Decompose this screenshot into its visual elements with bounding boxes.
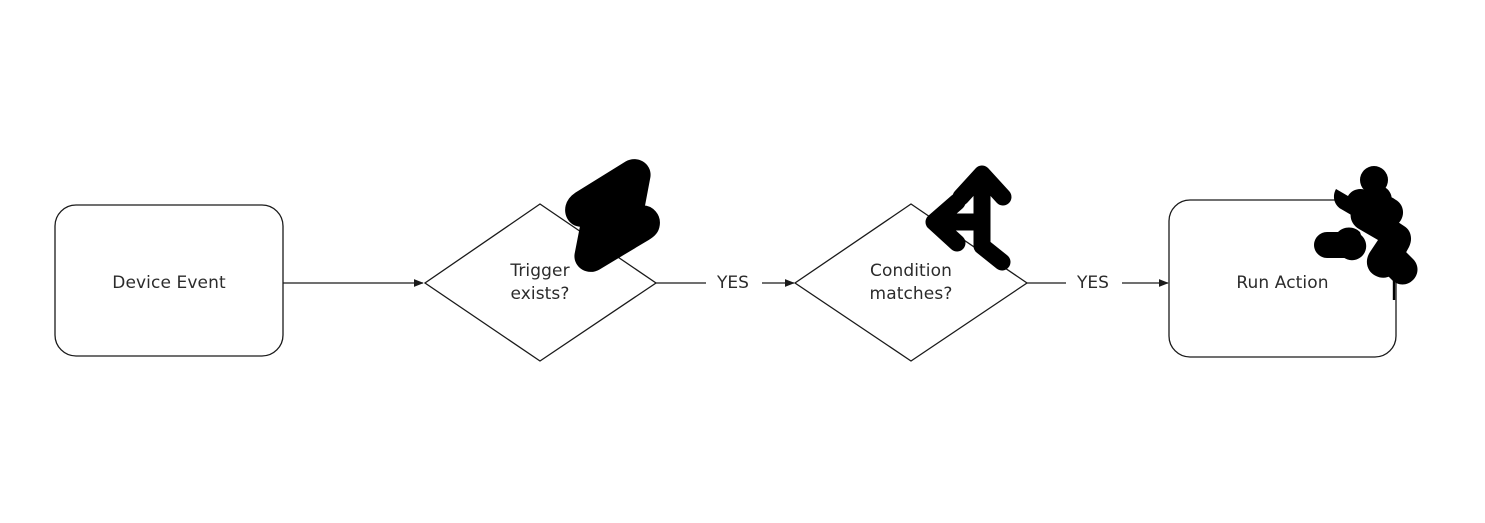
node-label-trigger-line-2: exists?: [510, 284, 570, 304]
node-label-device-event: Device Event: [112, 273, 226, 293]
edge-label-yes-trigger: YES: [717, 273, 749, 293]
lightning-bolt-icon: [565, 159, 660, 272]
node-label-trigger-exists: Trigger exists?: [425, 260, 655, 306]
node-label-trigger-line-1: Trigger: [510, 261, 570, 281]
node-label-condition-matches: Condition matches?: [795, 260, 1027, 306]
node-label-condition-line-1: Condition: [869, 261, 953, 281]
edge-label-yes-condition: YES: [1077, 273, 1109, 293]
node-label-condition-line-2: matches?: [869, 284, 953, 304]
running-person-icon: [1314, 166, 1418, 300]
node-label-run-action: Run Action: [1236, 273, 1329, 293]
node-device-event[interactable]: [54, 204, 284, 357]
branching-arrows-icon: [925, 165, 1012, 271]
